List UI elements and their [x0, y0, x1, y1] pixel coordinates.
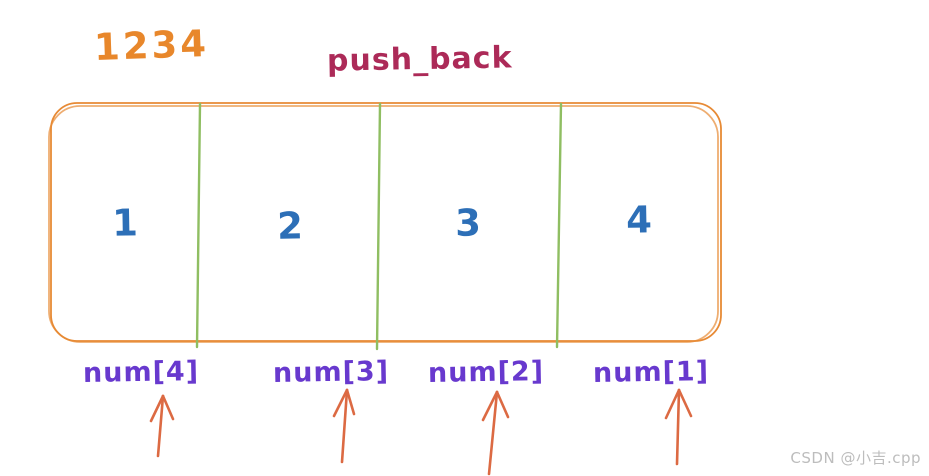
divider-line-1: [195, 102, 202, 349]
box-outline-stroke-2: [48, 105, 719, 343]
divider-line-3: [555, 102, 563, 349]
index-label-num2: num[2]: [427, 355, 545, 390]
index-label-num3: num[3]: [272, 355, 390, 390]
index-label-num4: num[4]: [82, 355, 200, 390]
operation-label: push_back: [326, 40, 513, 79]
watermark: CSDN @小吉.cpp: [790, 449, 921, 467]
index-label-num1: num[1]: [592, 355, 710, 390]
cell-dividers: [195, 102, 563, 351]
cell-value-3: 3: [454, 201, 482, 245]
cell-value-4: 4: [625, 198, 653, 242]
divider-line-2: [375, 102, 382, 351]
array-box-outline: [48, 102, 722, 343]
box-outline-stroke: [50, 102, 722, 342]
cell-value-1: 1: [111, 201, 139, 245]
up-arrows: [149, 388, 693, 476]
up-arrow-1: [149, 394, 175, 458]
up-arrow-4: [664, 388, 693, 466]
up-arrow-3: [481, 390, 510, 476]
sequence-text: 1234: [93, 22, 210, 69]
cell-value-2: 2: [276, 204, 304, 248]
up-arrow-2: [332, 388, 356, 464]
